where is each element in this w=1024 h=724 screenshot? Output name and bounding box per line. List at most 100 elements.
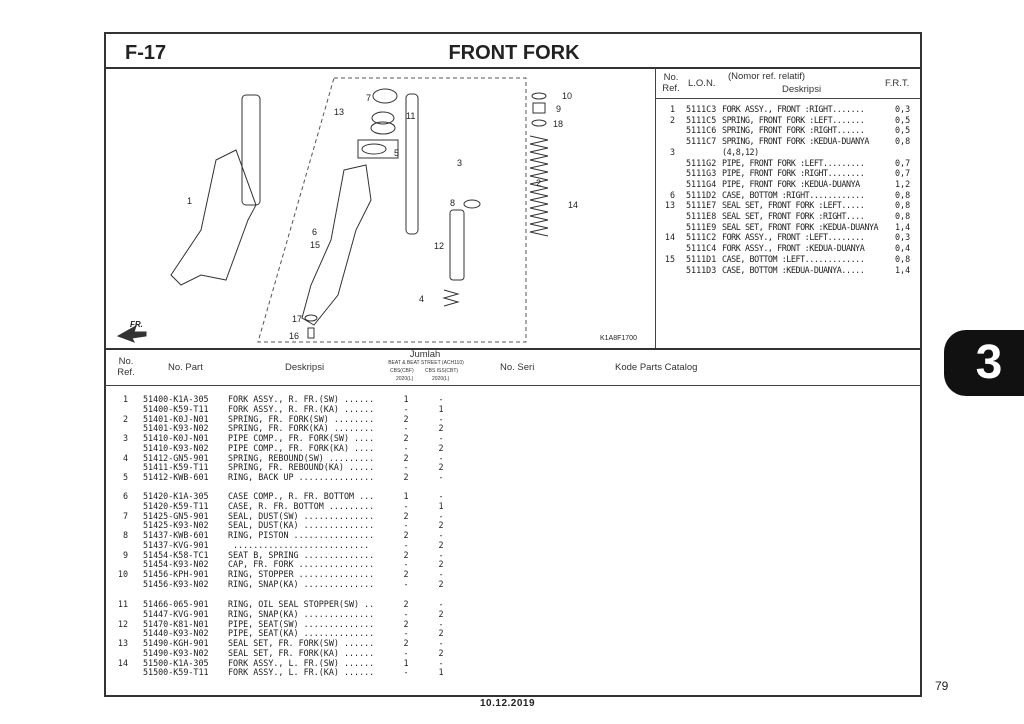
part-row-qty-cbs: - <box>403 423 409 434</box>
part-row-qty-cbs-iss: 2 <box>438 578 444 589</box>
part-row-description: RING, OIL SEAL STOPPER(SW) .. <box>228 599 375 609</box>
part-row-number: 51454-K93-N02 <box>143 559 209 570</box>
lon-row-ref: 2 <box>669 114 675 125</box>
part-row-description: SPRING, FR. FORK(SW) ........ <box>228 413 375 424</box>
ring-part <box>370 121 396 135</box>
lon-row-code: 5111G4 <box>686 178 717 189</box>
callout-14: 14 <box>568 200 579 210</box>
parts-header-no-ref: No. Ref. <box>117 356 135 378</box>
lon-row-description: FORK ASSY., FRONT :RIGHT....... <box>722 104 865 114</box>
callout-11: 11 <box>406 111 416 121</box>
part-row-qty-cbs-iss: - <box>438 569 444 579</box>
back-up-ring <box>361 143 387 155</box>
lon-row-frt: 0,3 <box>895 104 911 114</box>
parts-header-deskripsi: Deskripsi <box>285 362 325 373</box>
part-row-number: 51456-K93-N02 <box>143 578 209 589</box>
lon-row-ref: 15 <box>664 253 675 264</box>
lon-row-frt: 0,4 <box>895 243 911 254</box>
part-row-qty-cbs-iss: - <box>438 618 444 629</box>
lon-row-code: 5111D2 <box>686 189 717 200</box>
part-row-description: RING, PISTON ................ <box>228 530 375 540</box>
lon-row-code: 5111E8 <box>686 211 717 221</box>
lon-header-deskripsi: Deskripsi <box>782 84 822 95</box>
part-row-qty-cbs-iss: - <box>438 530 444 540</box>
lon-row-frt: 0,5 <box>895 125 911 136</box>
lon-row-code: 5111C5 <box>686 114 717 125</box>
part-row-qty-cbs: - <box>403 578 409 589</box>
part-row-qty-cbs-iss: 2 <box>438 539 444 550</box>
part-row-ref: 4 <box>122 452 128 463</box>
part-row-qty-cbs-iss: 2 <box>438 442 444 453</box>
part-row-number: 51420-K1A-305 <box>143 491 209 501</box>
page-frame <box>104 32 922 697</box>
print-date: 10.12.2019 <box>480 698 536 709</box>
front-arrow <box>116 324 147 343</box>
callout-2: 2 <box>536 178 542 188</box>
part-row-qty-cbs: 2 <box>403 638 409 648</box>
part-row-ref: 11 <box>117 599 128 609</box>
callout-15: 15 <box>310 240 321 250</box>
part-row-qty-cbs: - <box>403 667 409 678</box>
table-divider <box>105 348 920 350</box>
parts-header-kode: Kode Parts Catalog <box>615 362 698 373</box>
part-row-qty-cbs-iss: 1 <box>438 500 444 511</box>
callout-17: 17 <box>292 314 303 324</box>
lon-header-no-ref: No. Ref. <box>662 72 680 94</box>
part-row-number: 51500-K1A-305 <box>143 657 209 668</box>
part-row-number: 51401-K93-N02 <box>143 423 209 434</box>
washer <box>304 314 318 322</box>
part-row-ref: 6 <box>122 491 128 501</box>
part-row-ref: 2 <box>122 413 128 424</box>
parts-header-jumlah: Jumlah <box>409 349 441 360</box>
part-row-number: 51411-K59-T11 <box>143 462 209 473</box>
lon-row-frt: 1,4 <box>895 221 911 232</box>
lon-header-nomor: (Nomor ref. relatif) <box>728 71 806 82</box>
lon-row-description: SPRING, FRONT FORK :RIGHT...... <box>722 125 865 136</box>
part-row-ref: 13 <box>117 638 128 648</box>
part-row-qty-cbs: 1 <box>403 491 409 501</box>
part-row-qty-cbs: - <box>403 442 409 453</box>
piston-ring <box>463 199 481 209</box>
part-row-description: SEAL SET, FR. FORK(SW) ...... <box>228 638 375 648</box>
callout-6: 6 <box>312 227 318 237</box>
part-row-number: 51425-K93-N02 <box>143 520 209 531</box>
lon-row-frt: 0,8 <box>895 253 911 264</box>
part-row-qty-cbs: - <box>403 500 409 511</box>
part-row-ref: 9 <box>122 549 128 560</box>
callout-10: 10 <box>562 91 573 101</box>
callout-13: 13 <box>334 107 345 117</box>
lon-row-description: PIPE, FRONT FORK :LEFT......... <box>722 157 865 168</box>
part-row-ref: 12 <box>117 618 128 629</box>
lon-row-frt: 1,4 <box>895 264 911 275</box>
part-row-description: SPRING, FR. REBOUND(KA) ..... <box>228 462 375 473</box>
part-row-description: FORK ASSY., R. FR.(SW) ...... <box>228 394 375 404</box>
lon-row-code: 5111E7 <box>686 200 717 211</box>
section-tab: 3 <box>944 330 1024 396</box>
part-row-ref: 5 <box>122 472 128 482</box>
lon-row-description: FORK ASSY., FRONT :LEFT........ <box>722 232 865 243</box>
exploded-diagram <box>116 77 549 343</box>
part-row-description: RING, STOPPER ............... <box>228 569 375 579</box>
lon-row-code: 5111D1 <box>686 253 717 264</box>
part-row-description: SPRING, FR. FORK(KA) ........ <box>228 423 375 434</box>
part-row-qty-cbs-iss: - <box>438 599 444 609</box>
part-row-description: SEAT B, SPRING .............. <box>228 549 375 560</box>
stopper-ring <box>531 92 547 100</box>
lon-row-description: CASE, BOTTOM :LEFT............. <box>722 253 865 264</box>
part-row-qty-cbs: - <box>403 403 409 414</box>
part-row-qty-cbs-iss: 1 <box>438 667 444 678</box>
part-row-qty-cbs: 2 <box>403 549 409 560</box>
lon-row-description: SEAL SET, FRONT FORK :RIGHT.... <box>722 211 865 221</box>
lon-row-ref: 13 <box>664 200 675 211</box>
lon-header-divider <box>655 98 920 99</box>
fork-pipe <box>405 93 419 235</box>
lon-row-code: 5111C2 <box>686 232 717 243</box>
page-title: FRONT FORK <box>448 42 580 64</box>
lon-row-code: 5111C3 <box>686 104 717 114</box>
part-row-qty-cbs-iss: 2 <box>438 647 444 658</box>
fork-spring <box>529 135 549 237</box>
part-row-number: 51412-KWB-601 <box>143 472 209 482</box>
part-row-qty-cbs-iss: 2 <box>438 628 444 639</box>
fork-bottom-right <box>170 149 257 286</box>
lon-row-frt: 0,7 <box>895 168 911 179</box>
